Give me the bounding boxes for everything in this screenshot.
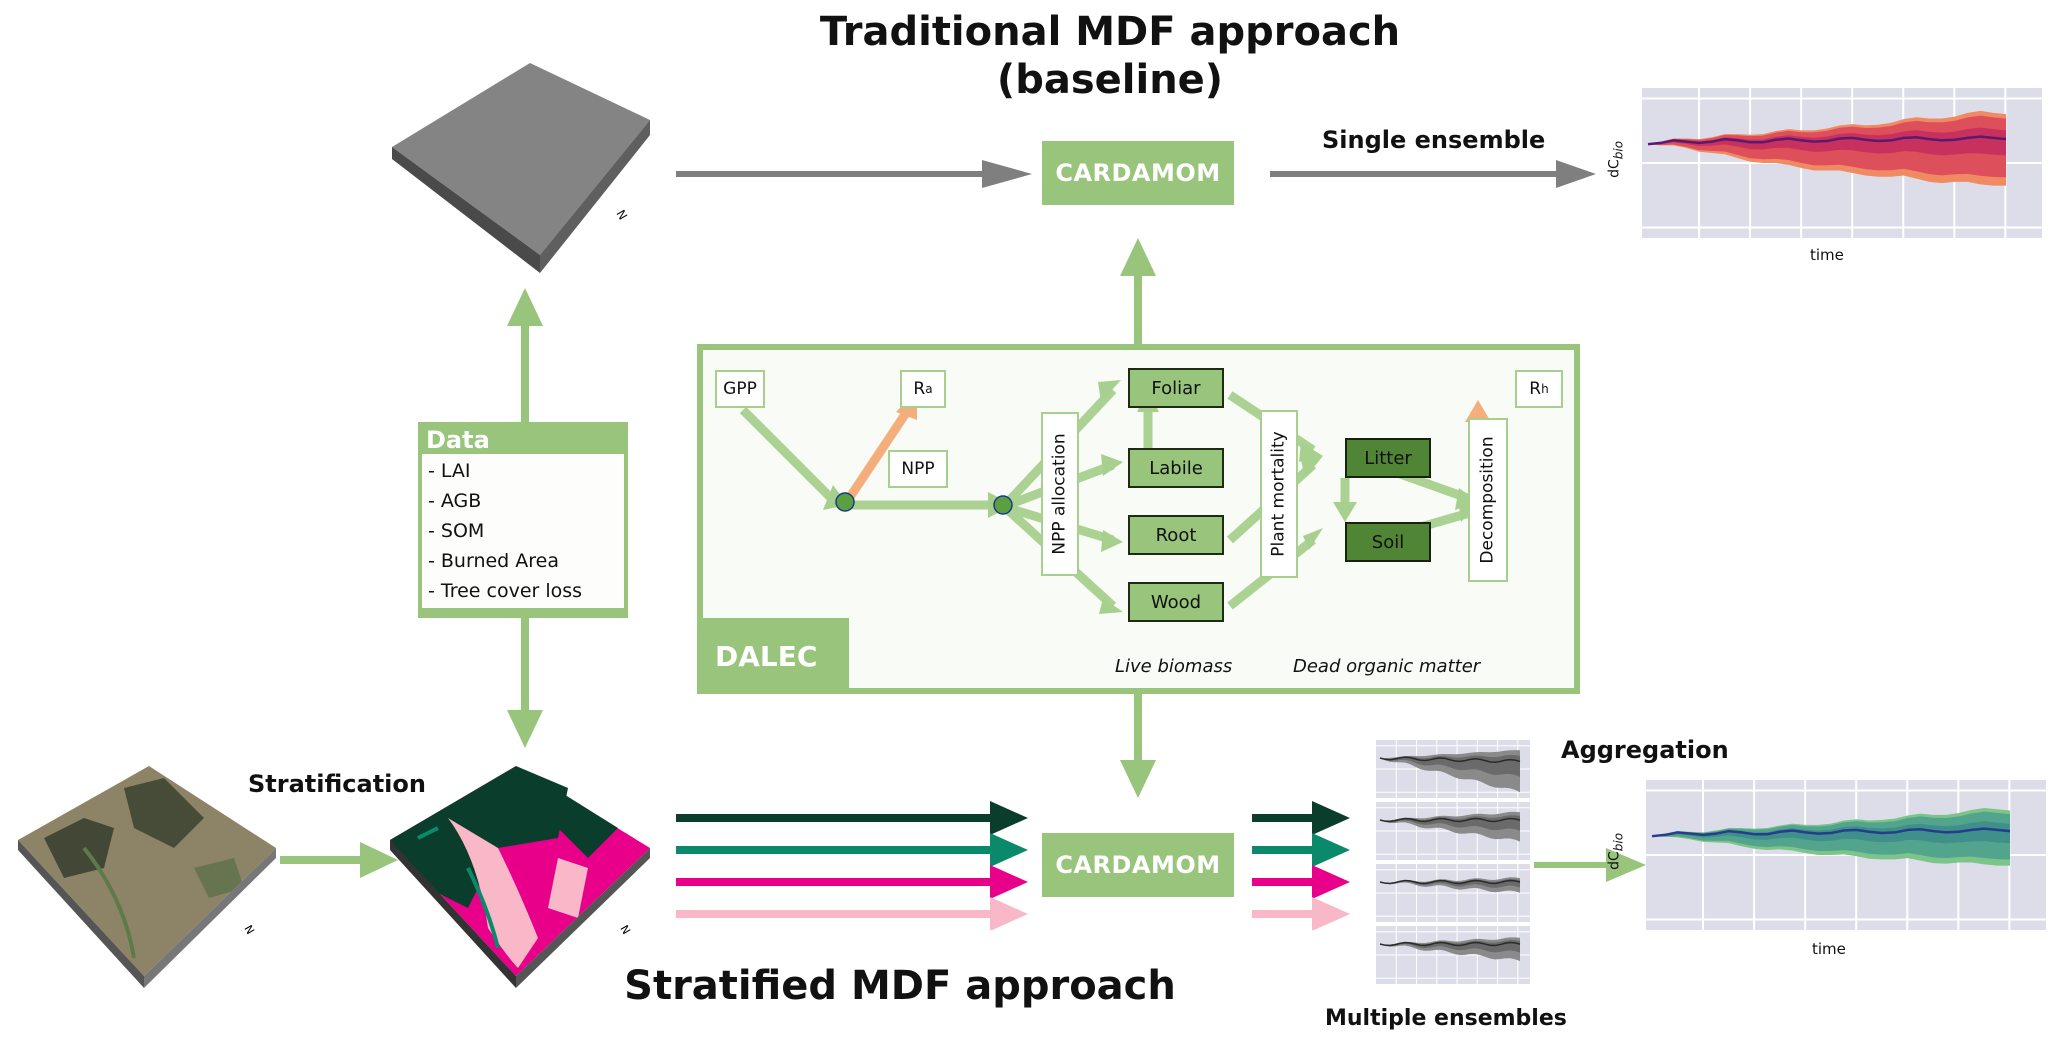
- mini-median-line: [1379, 879, 1521, 885]
- pool-soil: Soil: [1345, 522, 1431, 562]
- stratified-title: Stratified MDF approach: [624, 963, 1176, 1009]
- data-box-list: - LAI - AGB - SOM - Burned Area - Tree c…: [422, 454, 624, 608]
- npp-allocation-box: NPP allocation: [1041, 412, 1079, 576]
- pool-labile: Labile: [1128, 448, 1224, 488]
- stratum-arrowhead: [1312, 897, 1350, 930]
- aggregation-label: Aggregation: [1561, 736, 1729, 764]
- data-item: - AGB: [428, 490, 482, 512]
- arrow-grey-to-chart: [1270, 160, 1596, 188]
- terrain-block-strata: N: [390, 766, 650, 988]
- stratum-arrow-shaft: [1252, 910, 1316, 918]
- plant-mortality-box: Plant mortality: [1260, 410, 1298, 578]
- stratum-arrowhead: [990, 801, 1028, 835]
- stratum-arrowhead: [1312, 865, 1350, 899]
- gpp-box: GPP: [715, 370, 765, 408]
- stratum-arrowhead: [990, 897, 1028, 930]
- aggregation-chart: dCbio time: [1600, 780, 2060, 970]
- pool-litter: Litter: [1345, 438, 1431, 478]
- single-ensemble-chart: dCbio time: [1600, 88, 2060, 278]
- strata-arrows-to-cardamom: [676, 801, 1028, 930]
- stratum-arrow-shaft: [1252, 814, 1316, 822]
- median-line: [1651, 827, 2011, 838]
- chart-top-xlabel: time: [1810, 246, 1844, 264]
- decomposition-box: Decomposition: [1468, 418, 1508, 582]
- multiple-ensembles-label: Multiple ensembles: [1325, 1006, 1567, 1031]
- traditional-title-line2: (baseline): [996, 57, 1224, 103]
- arrow-dalec-to-cardamom-bottom: [1120, 692, 1156, 798]
- stratum-arrowhead: [1312, 833, 1350, 867]
- chart-top-ylabel: dCbio: [1606, 140, 1626, 178]
- stratum-arrow-shaft: [1252, 846, 1316, 854]
- pool-wood: Wood: [1128, 582, 1224, 622]
- chart-bottom-xlabel: time: [1812, 940, 1846, 958]
- arrow-data-to-grey-block: [507, 288, 543, 428]
- mini-median-line: [1379, 817, 1521, 823]
- terrain-block-satellite: N: [18, 766, 276, 988]
- traditional-title: Traditional MDF approach (baseline): [760, 8, 1460, 104]
- data-box: Data - LAI - AGB - SOM - Burned Area - T…: [418, 422, 628, 618]
- stratum-arrow-shaft: [676, 814, 994, 822]
- mini-median-line: [1379, 941, 1521, 947]
- arrow-grey-to-cardamom: [676, 160, 1032, 188]
- north-arrow-icon: N: [613, 208, 630, 223]
- stratification-label: Stratification: [248, 770, 426, 798]
- traditional-title-line1: Traditional MDF approach: [819, 9, 1401, 55]
- north-arrow-icon: N: [617, 923, 632, 937]
- data-item: - SOM: [428, 520, 485, 542]
- strata-arrows-to-ensembles: [1252, 801, 1350, 930]
- stratum-arrowhead: [990, 833, 1028, 867]
- data-item: - Tree cover loss: [428, 580, 583, 602]
- mini-median-line: [1379, 756, 1521, 763]
- pool-foliar: Foliar: [1128, 368, 1224, 408]
- terrain-block-grey: N: [392, 63, 650, 273]
- data-item: - LAI: [428, 460, 471, 482]
- dalec-tag: DALEC: [697, 618, 849, 694]
- stratum-arrow-shaft: [676, 846, 994, 854]
- caption-dead-organic-matter: Dead organic matter: [1293, 656, 1481, 677]
- arrow-data-to-strata-block: [507, 616, 543, 748]
- single-ensemble-label: Single ensemble: [1322, 126, 1546, 154]
- cardamom-top: CARDAMOM: [1042, 141, 1234, 205]
- mini-ensemble-chart: [1376, 926, 1530, 984]
- cardamom-bottom: CARDAMOM: [1042, 833, 1234, 897]
- stratum-arrow-shaft: [1252, 878, 1316, 886]
- npp-box: NPP: [888, 450, 948, 488]
- flux-node: [835, 492, 855, 512]
- chart-bottom-ylabel: dCbio: [1606, 832, 1626, 870]
- arrow-dalec-to-cardamom-top: [1120, 238, 1156, 348]
- arrow-satellite-to-strata: [280, 842, 398, 878]
- multiple-ensembles-charts: [1376, 740, 1536, 990]
- mini-ensemble-chart: [1376, 802, 1530, 860]
- north-arrow-icon: N: [241, 923, 256, 937]
- stratum-arrowhead: [990, 865, 1028, 899]
- data-box-title: Data: [426, 426, 490, 454]
- arrow-aggregation: [1534, 848, 1646, 882]
- mini-band-inner: [1380, 815, 1520, 831]
- stratum-arrow-shaft: [676, 910, 994, 918]
- data-item: - Burned Area: [428, 550, 560, 572]
- median-line: [1647, 135, 2007, 146]
- pool-root: Root: [1128, 515, 1224, 555]
- stratum-arrow-shaft: [676, 878, 994, 886]
- mini-ensemble-chart: [1376, 864, 1530, 922]
- mini-band-inner: [1380, 939, 1520, 953]
- mini-ensemble-chart: [1376, 740, 1530, 798]
- flux-node: [993, 495, 1013, 515]
- stratum-arrowhead: [1312, 801, 1350, 835]
- caption-live-biomass: Live biomass: [1115, 656, 1233, 677]
- mini-band-inner: [1380, 878, 1520, 888]
